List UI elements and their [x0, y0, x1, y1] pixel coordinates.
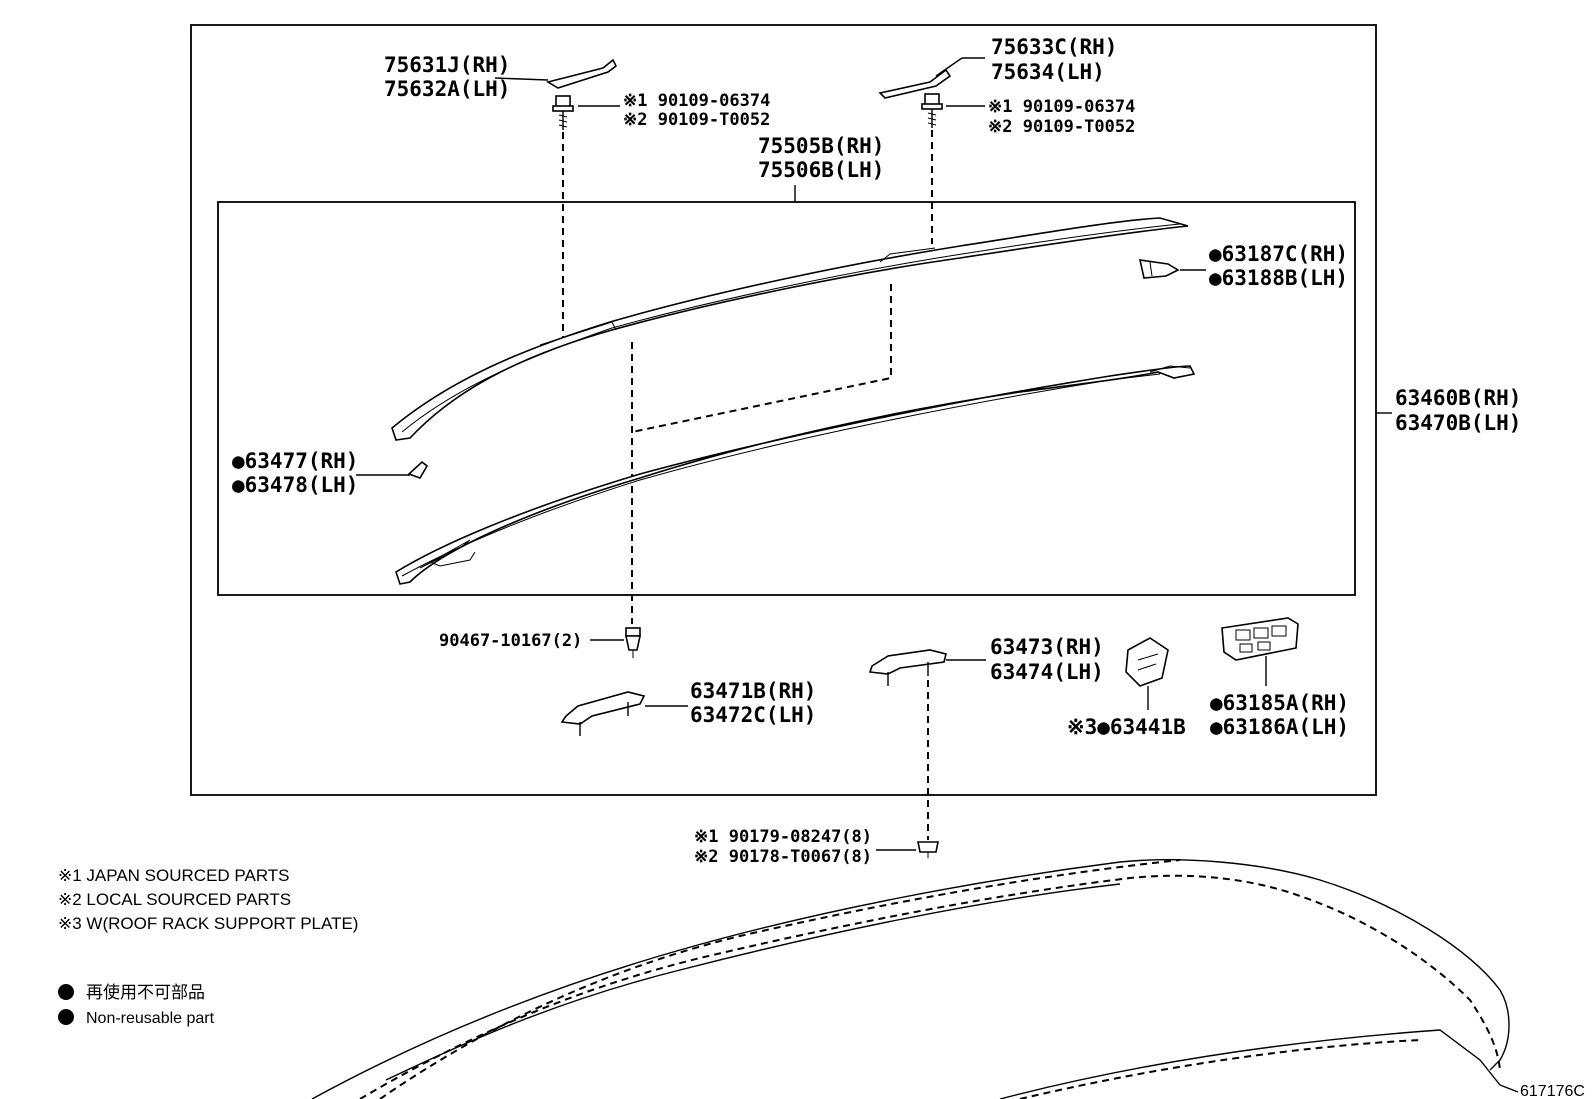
figure-id: 617176C [1520, 1083, 1585, 1099]
label-nut2: ※2 90178-T0067(8) [694, 847, 872, 867]
screw-right [921, 93, 985, 128]
label-screw-a1: ※1 90109-06374 [623, 91, 770, 111]
label-nut1: ※1 90179-08247(8) [694, 827, 872, 847]
label-screw-a2: ※2 90109-T0052 [623, 110, 770, 130]
label-63188b: ●63188B(LH) [1209, 266, 1348, 290]
label-75631j: 75631J(RH) [384, 53, 510, 77]
label-63478: ●63478(LH) [232, 473, 358, 497]
note-local-sourced: ※2 LOCAL SOURCED PARTS [58, 890, 291, 909]
label-63187c: ●63187C(RH) [1209, 242, 1348, 266]
cover-75631j [494, 58, 618, 89]
roof-rail [391, 217, 1189, 441]
rail-base [395, 365, 1196, 585]
label-screw-b1: ※1 90109-06374 [988, 97, 1135, 117]
support-plate-63441b [1125, 637, 1169, 710]
label-63477: ●63477(RH) [232, 449, 358, 473]
label-75505b: 75505B(RH) [758, 134, 884, 158]
bracket-63473 [868, 649, 986, 686]
label-63441b: ※3●63441B [1067, 715, 1186, 739]
label-75632a: 75632A(LH) [384, 77, 510, 101]
label-75506b: 75506B(LH) [758, 158, 884, 182]
bracket-63185a [1221, 617, 1299, 686]
legend-dot-jp [58, 984, 74, 1000]
label-63470b: 63470B(LH) [1395, 411, 1521, 435]
end-cap-rear [356, 460, 429, 479]
note-japan-sourced: ※1 JAPAN SOURCED PARTS [58, 866, 290, 885]
label-63471b: 63471B(RH) [690, 679, 816, 703]
legend-jp: 再使用不可部品 [86, 982, 205, 1002]
rail-inner-box [217, 201, 1356, 596]
end-cap-front [1138, 259, 1206, 279]
legend-en: Non-reusable part [86, 1010, 215, 1027]
clip-90467 [590, 627, 641, 658]
nut-90179 [876, 841, 939, 858]
assembly-outer-box [190, 24, 1377, 796]
vehicle-roof-outline [311, 859, 1519, 1099]
label-63460b: 63460B(RH) [1395, 386, 1521, 410]
label-screw-b2: ※2 90109-T0052 [988, 117, 1135, 137]
label-clip: 90467-10167(2) [439, 631, 582, 651]
label-63185a: ●63185A(RH) [1210, 691, 1349, 715]
legend-dot-en [58, 1009, 74, 1025]
label-63473: 63473(RH) [990, 635, 1104, 659]
label-63474: 63474(LH) [990, 660, 1104, 684]
cover-75633c [878, 57, 985, 99]
label-75634: 75634(LH) [991, 60, 1105, 84]
label-63472c: 63472C(LH) [690, 703, 816, 727]
label-75633c: 75633C(RH) [991, 35, 1117, 59]
note-support-plate: ※3 W(ROOF RACK SUPPORT PLATE) [58, 914, 358, 933]
screw-left [552, 95, 620, 130]
label-63186a: ●63186A(LH) [1210, 715, 1349, 739]
bracket-63471b [560, 691, 688, 736]
